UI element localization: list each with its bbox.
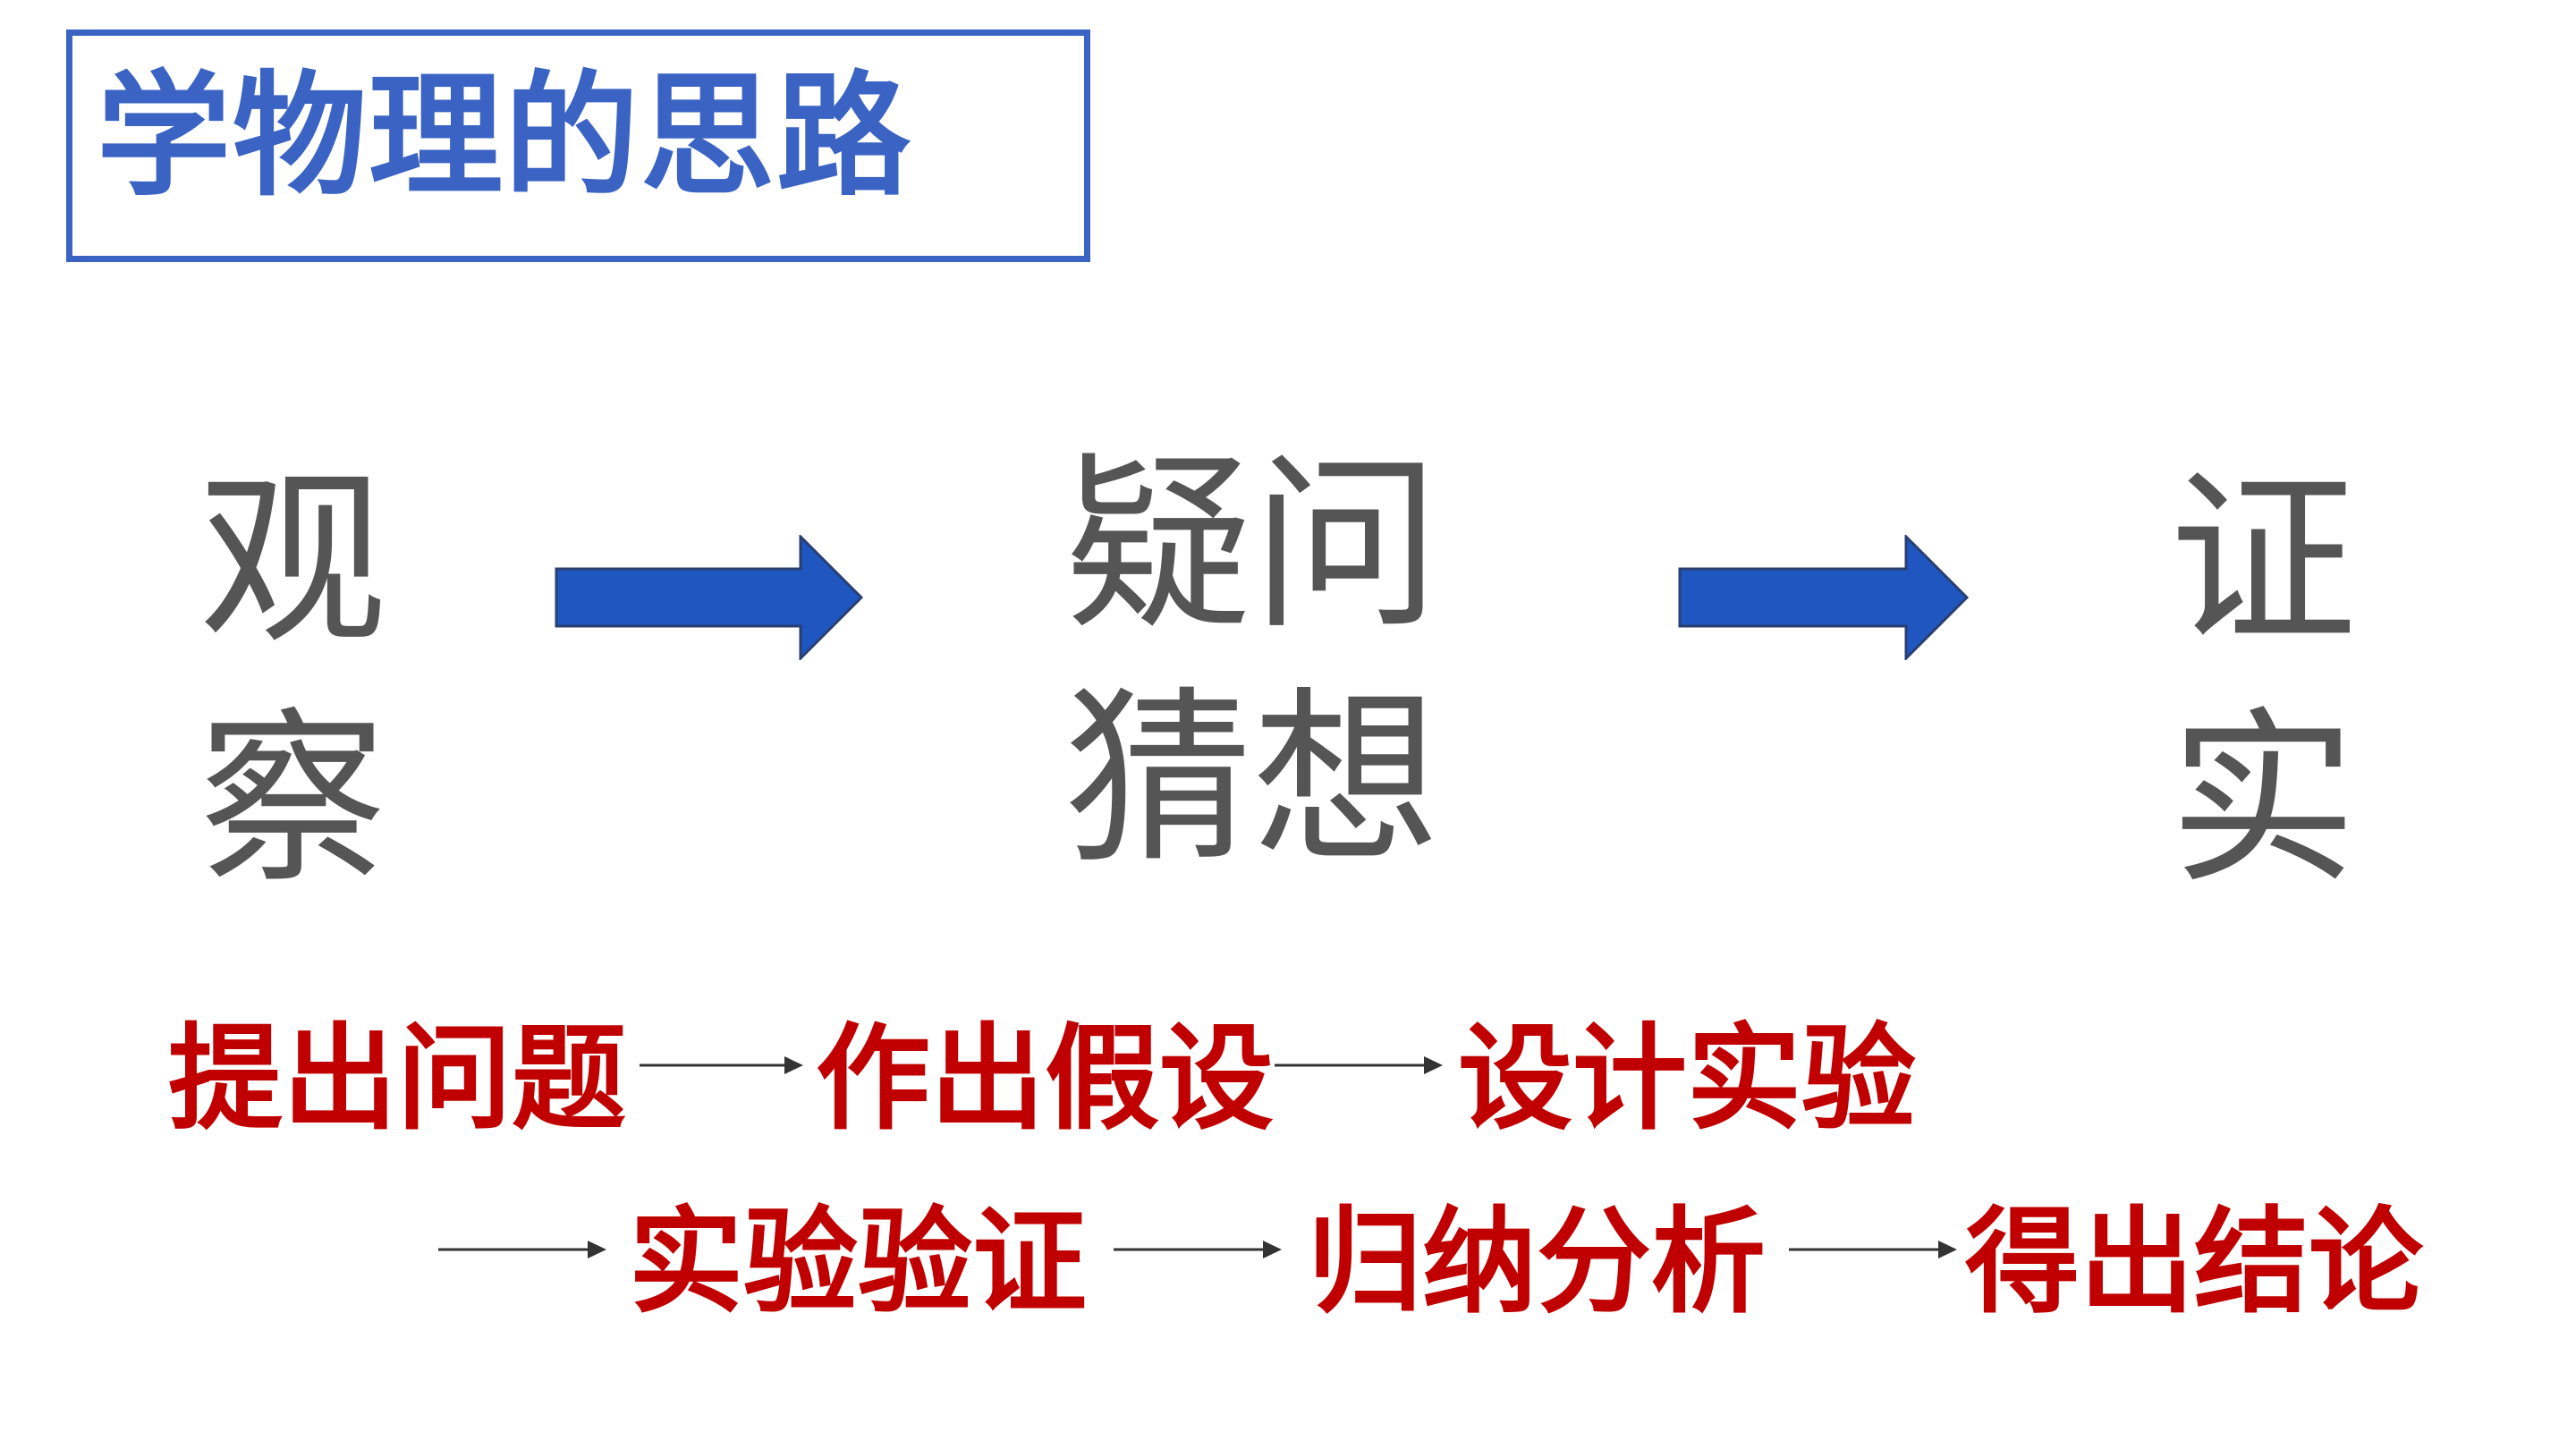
stage-confirm-line2: 实 <box>2169 691 2358 910</box>
title-box <box>66 30 1090 262</box>
stage-confirm-line1: 证 <box>2169 451 2358 670</box>
right-arrow-icon <box>555 535 863 660</box>
step-induction-analysis: 归纳分析 <box>1308 1196 1767 1329</box>
step-experiment-verify: 实验验证 <box>629 1196 1088 1329</box>
stage-observe-line2: 察 <box>199 691 387 910</box>
stage-question-line2: 猜想 <box>1064 670 1441 889</box>
step-draw-conclusion: 得出结论 <box>1965 1196 2424 1329</box>
stage-question-line1: 疑问 <box>1064 436 1441 655</box>
thin-arrow-icon <box>1789 1241 1957 1258</box>
step-ask-question: 提出问题 <box>168 1013 627 1146</box>
thin-arrow-icon <box>1275 1056 1443 1074</box>
right-arrow-icon <box>1678 535 1969 660</box>
step-design-experiment: 设计实验 <box>1458 1013 1917 1146</box>
thin-arrow-icon <box>438 1241 606 1258</box>
step-hypothesis: 作出假设 <box>816 1013 1275 1146</box>
page-title: 学物理的思路 <box>97 59 913 215</box>
stage-observe-line1: 观 <box>199 451 387 670</box>
thin-arrow-icon <box>640 1056 803 1074</box>
thin-arrow-icon <box>1114 1241 1282 1258</box>
